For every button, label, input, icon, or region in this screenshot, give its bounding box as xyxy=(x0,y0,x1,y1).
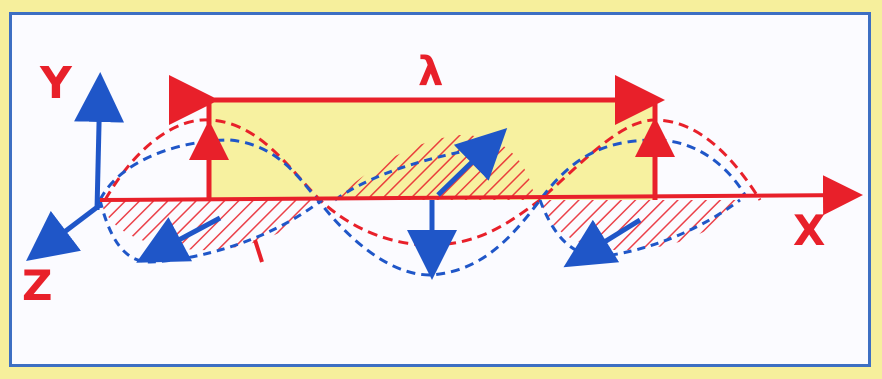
hatch-region-3 xyxy=(540,200,740,251)
electric-vector-small xyxy=(253,239,264,263)
magnetic-vector-left-2 xyxy=(563,217,642,268)
y-axis xyxy=(74,72,125,211)
z-axis xyxy=(26,203,102,262)
magnetic-vector-up xyxy=(436,128,508,197)
magnetic-vector-left-1 xyxy=(136,215,222,263)
wavelength-label: λ xyxy=(418,49,443,95)
x-axis xyxy=(99,175,863,216)
x-axis-label: X xyxy=(793,206,825,255)
y-axis-label: Y xyxy=(39,58,73,109)
z-axis-label: Z xyxy=(22,261,52,310)
